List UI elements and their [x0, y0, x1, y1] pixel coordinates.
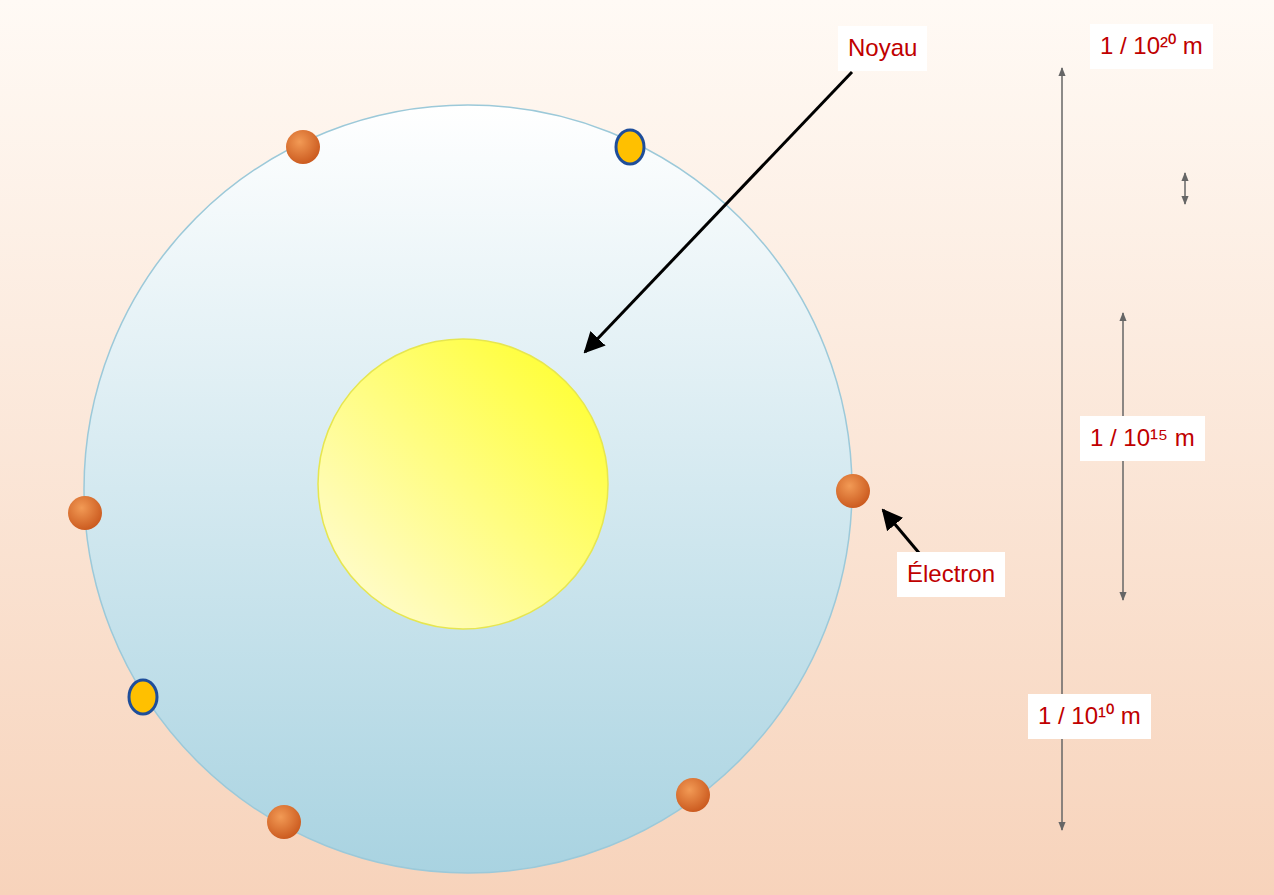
electron-dot	[286, 130, 320, 164]
marked-electron	[129, 680, 157, 714]
electron-dot	[68, 496, 102, 530]
leader-arrow	[585, 72, 852, 352]
label-text: Électron	[897, 552, 1005, 597]
nucleus	[318, 339, 608, 629]
label-text: Noyau	[838, 26, 927, 71]
electron-dot	[836, 474, 870, 508]
label-text: 1 / 10²⁰ m	[1090, 24, 1213, 69]
electron-dot	[267, 805, 301, 839]
electrons	[68, 130, 870, 839]
electron-dot	[676, 778, 710, 812]
dimension-arrow	[1184, 173, 1186, 204]
label-text: 1 / 10¹⁰ m	[1028, 694, 1151, 739]
marked-electron	[616, 130, 644, 164]
electron-cloud	[84, 105, 852, 873]
label-text: 1 / 10¹⁵ m	[1080, 416, 1205, 461]
